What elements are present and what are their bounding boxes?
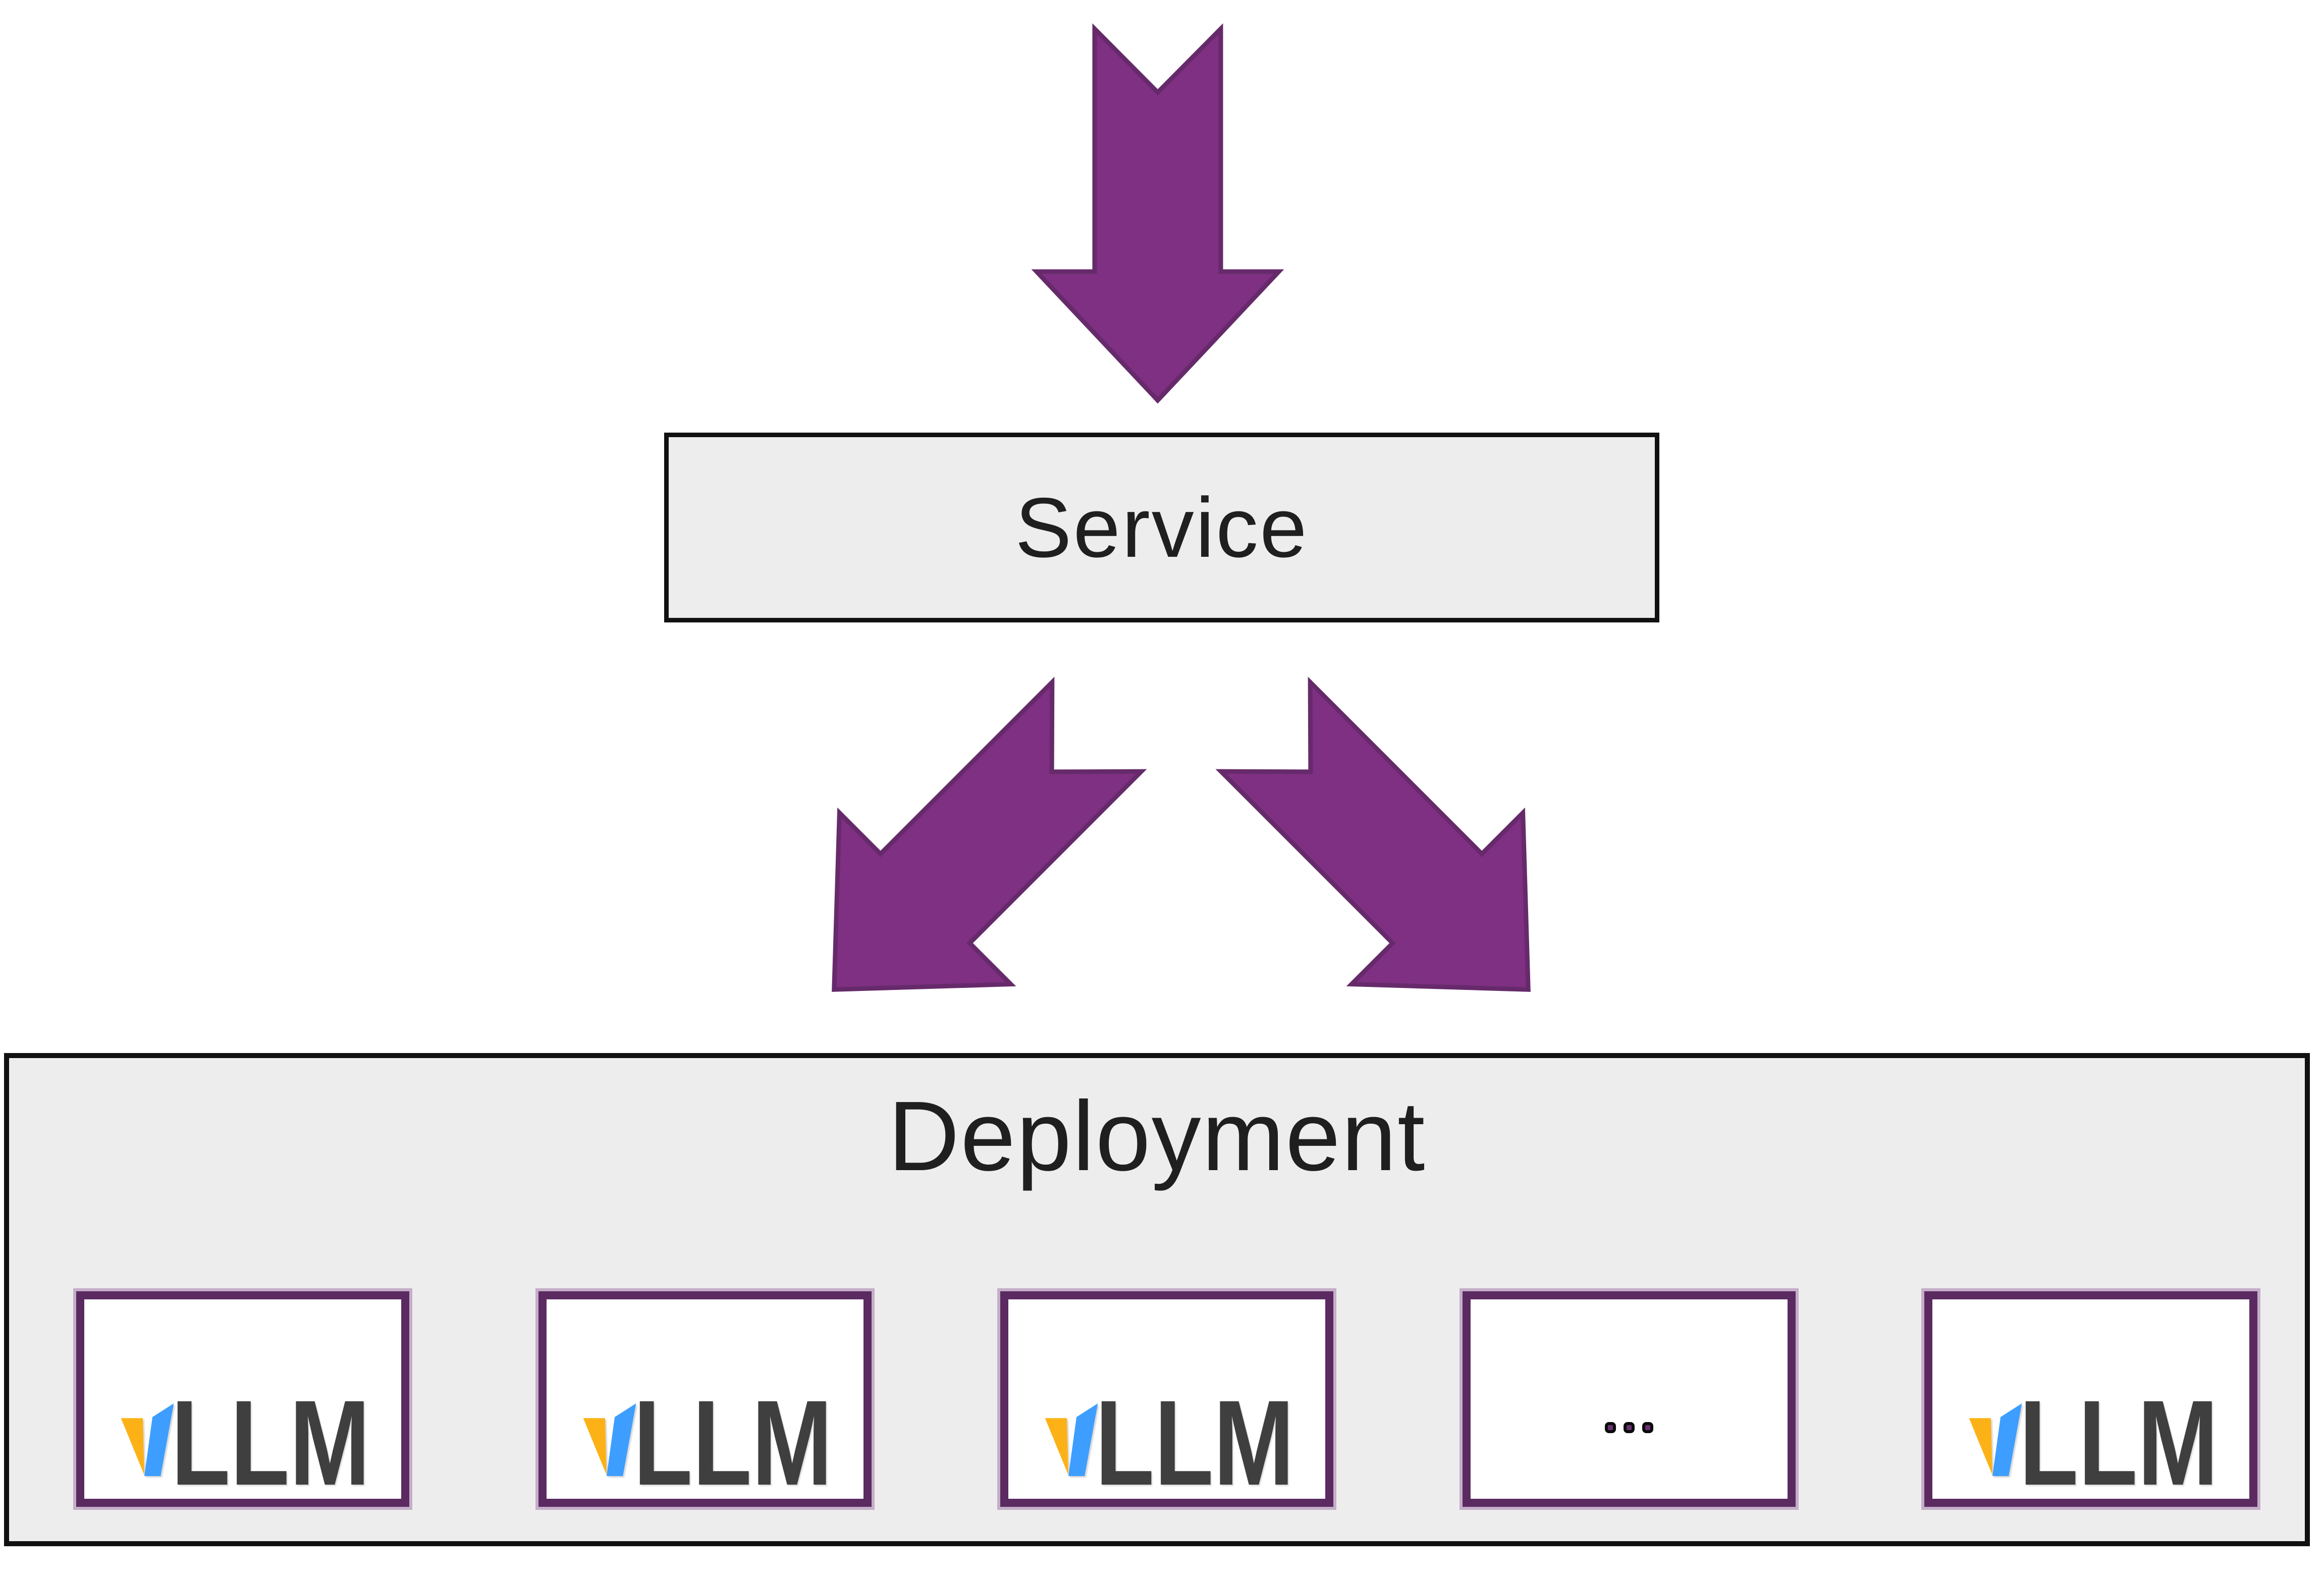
vllm-label: LLM <box>2019 1375 2219 1510</box>
vllm-label: LLM <box>1095 1375 1294 1510</box>
ellipsis-dot <box>1642 1422 1653 1433</box>
replica-row: LLM LLM LLM <box>76 1291 2257 1507</box>
deployment-node: Deployment LLM LLM <box>4 1053 2310 1546</box>
service-label: Service <box>1015 480 1309 575</box>
vllm-label: LLM <box>633 1375 833 1510</box>
vllm-logo: LLM <box>1969 1378 2219 1503</box>
service-node: Service <box>664 433 1659 622</box>
ellipsis-replica-box <box>1462 1291 1796 1507</box>
vllm-logo: LLM <box>121 1378 370 1503</box>
down-right-arrow-icon <box>1215 676 1531 992</box>
vllm-replica-box: LLM <box>1000 1291 1333 1507</box>
vllm-mark-icon <box>1045 1403 1098 1476</box>
vllm-replica-box: LLM <box>1924 1291 2257 1507</box>
vllm-replica-box: LLM <box>76 1291 409 1507</box>
ellipsis-dot <box>1604 1422 1616 1433</box>
vllm-mark-icon <box>121 1403 174 1476</box>
ellipsis-icon <box>1604 1422 1653 1433</box>
vllm-label: LLM <box>171 1375 370 1510</box>
vllm-mark-icon <box>583 1403 636 1476</box>
vllm-mark-icon <box>1969 1403 2022 1476</box>
deployment-label: Deployment <box>888 1081 1426 1191</box>
vllm-logo: LLM <box>1045 1378 1294 1503</box>
ellipsis-dot <box>1623 1422 1635 1433</box>
down-arrow-icon <box>1031 23 1284 404</box>
vllm-logo: LLM <box>583 1378 832 1503</box>
vllm-replica-box: LLM <box>538 1291 872 1507</box>
down-left-arrow-icon <box>832 676 1147 992</box>
